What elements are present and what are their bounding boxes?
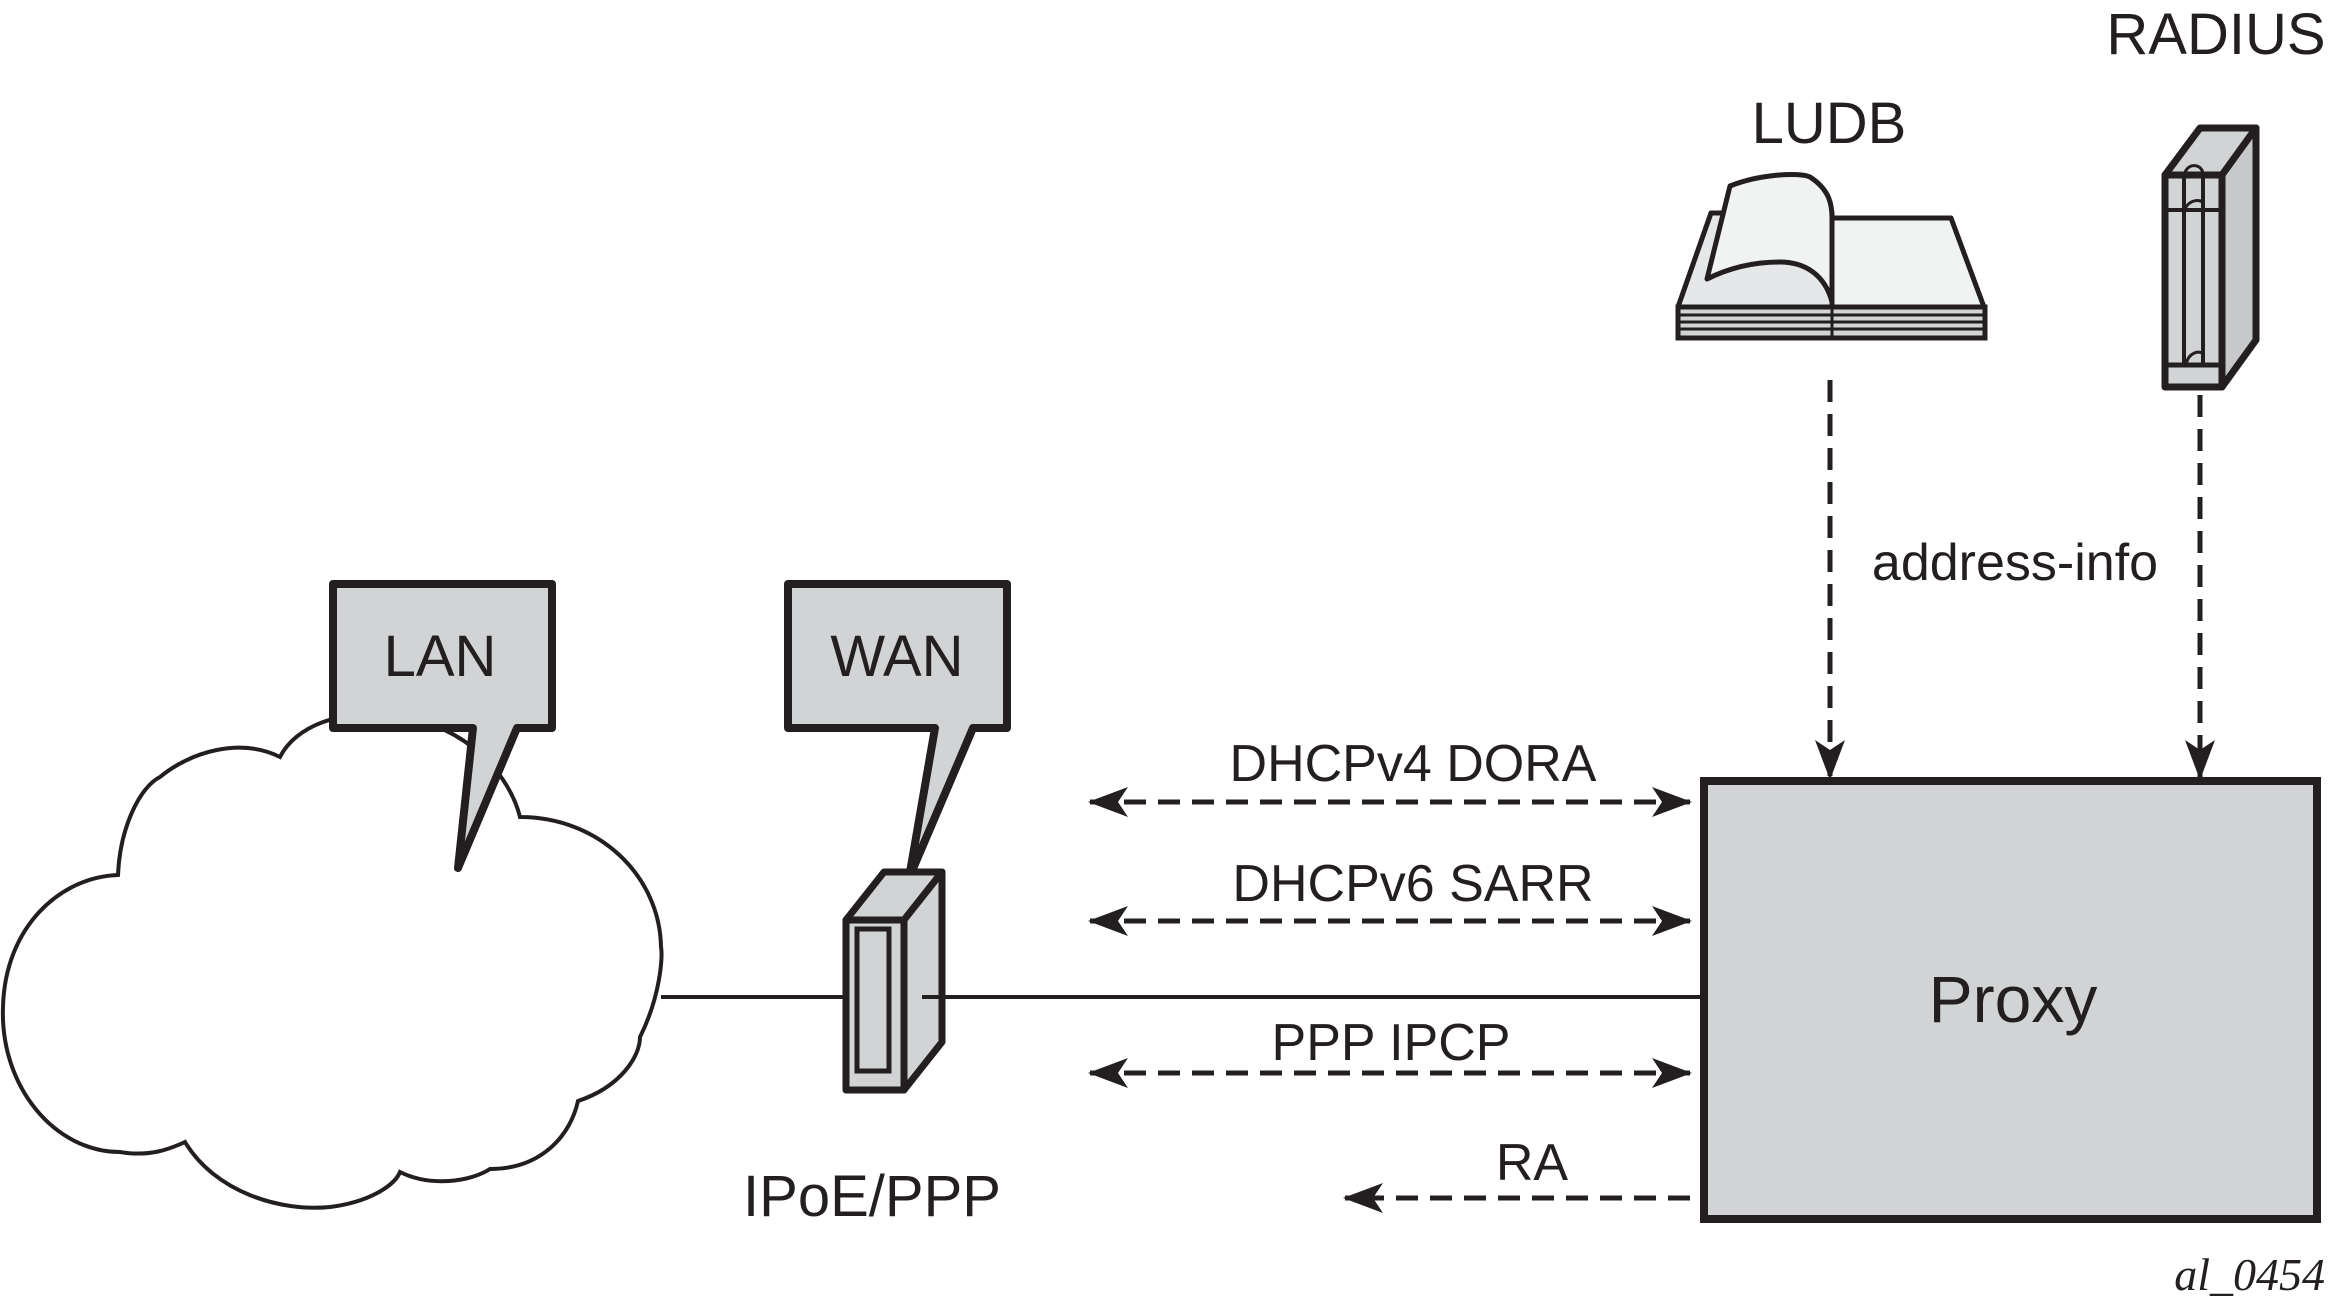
flow-label: RA [1496,1134,1569,1192]
server-icon: RADIUS [2106,2,2326,391]
network-device-icon [842,868,946,1094]
book-icon: LUDB [1675,91,1988,341]
proxy-label: Proxy [1929,962,2098,1036]
address-info-flow: address-info [1815,380,2215,780]
radius-label: RADIUS [2106,2,2325,67]
cpe-label: IPoE/PPP [743,1164,1001,1229]
figure-id-label: al_0454 [2174,1249,2325,1300]
cloud-icon [0,712,664,1210]
flow-ppp-ipcp: PPP IPCP [1088,1014,1692,1088]
wan-label: WAN [830,624,963,689]
flow-dhcpv6: DHCPv6 SARR [1088,855,1692,936]
flow-ra: RA [1343,1134,1690,1213]
lan-label: LAN [384,624,497,689]
flow-label: PPP IPCP [1272,1014,1511,1072]
flow-label: DHCPv4 DORA [1230,735,1597,793]
address-info-label: address-info [1872,534,2158,592]
ludb-label: LUDB [1752,91,1907,156]
proxy-box: Proxy [1700,777,2321,1223]
flow-label: DHCPv6 SARR [1232,855,1593,913]
flow-dhcpv4: DHCPv4 DORA [1088,735,1692,817]
lan-callout: LAN [329,580,556,872]
wan-callout: WAN [784,580,1011,882]
